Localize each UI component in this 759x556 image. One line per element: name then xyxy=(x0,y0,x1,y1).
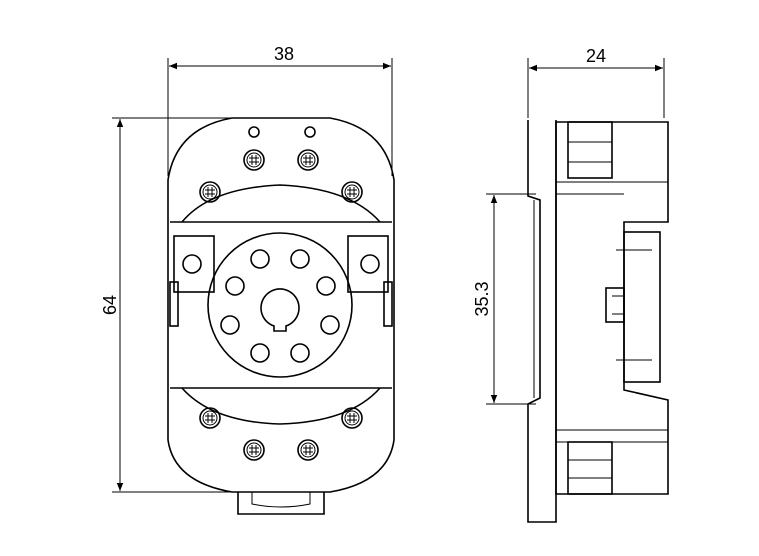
side-view: 24 35.3 xyxy=(472,46,669,523)
lower-terminal-block xyxy=(567,441,613,495)
socket-ring xyxy=(207,232,353,378)
top-hole-right xyxy=(304,126,316,138)
pin-hole-5 xyxy=(220,315,240,335)
left-hex-hole xyxy=(182,254,202,274)
screw-bottom-2 xyxy=(341,407,363,429)
pin-hole-8 xyxy=(290,343,310,363)
upper-terminal-block xyxy=(567,121,613,179)
bottom-clip xyxy=(237,492,325,515)
screw-bottom-3 xyxy=(243,439,265,461)
upper-arch xyxy=(181,184,381,223)
screw-bottom-1 xyxy=(199,407,221,429)
pin-hole-6 xyxy=(320,315,340,335)
left-side-tab xyxy=(173,235,215,293)
right-notch xyxy=(383,281,393,327)
side-latch-tab xyxy=(605,287,625,323)
pin-hole-3 xyxy=(225,276,245,296)
bottom-clip-inner xyxy=(251,492,311,508)
screw-top-2 xyxy=(297,149,319,171)
screw-bottom-4 xyxy=(297,439,319,461)
front-body-outline xyxy=(167,117,395,493)
pin-hole-4 xyxy=(316,276,336,296)
pin-hole-1 xyxy=(250,249,270,269)
pin-hole-7 xyxy=(250,343,270,363)
screw-top-4 xyxy=(341,181,363,203)
right-hex-hole xyxy=(360,254,380,274)
center-key-hole xyxy=(260,288,300,332)
din-rail-profile xyxy=(527,120,557,523)
dim-35-3-label: 35.3 xyxy=(472,281,492,316)
left-notch xyxy=(169,281,179,327)
pin-hole-2 xyxy=(290,249,310,269)
dim-64-label: 64 xyxy=(100,295,120,315)
lower-arch xyxy=(181,387,381,425)
top-hole-left xyxy=(248,126,260,138)
dim-24-label: 24 xyxy=(586,46,606,66)
dim-38-label: 38 xyxy=(274,44,294,64)
screw-top-3 xyxy=(199,181,221,203)
screw-top-1 xyxy=(243,149,265,171)
right-side-tab xyxy=(347,235,389,293)
front-view: 38 64 xyxy=(100,44,395,515)
